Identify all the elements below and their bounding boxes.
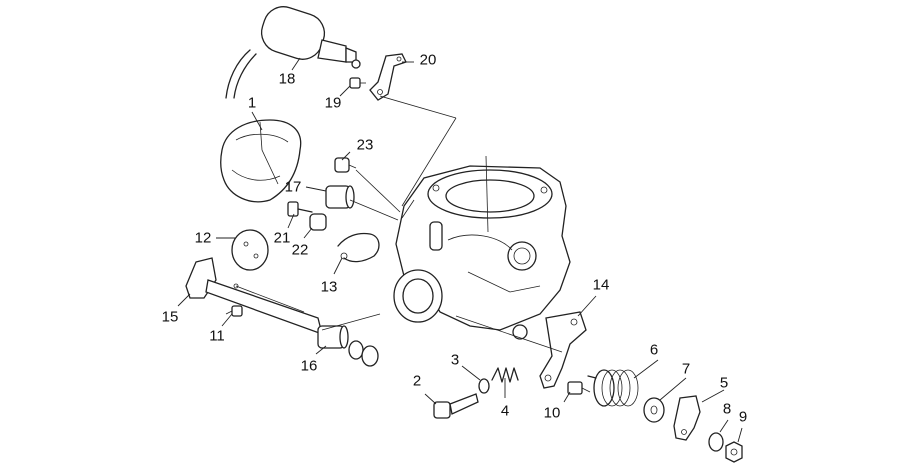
part-16-bushing (317, 325, 379, 367)
callout-20: 20 (420, 52, 437, 69)
part-20-bracket (369, 53, 407, 101)
callout-7: 7 (682, 361, 690, 378)
part-17-sleeve (325, 185, 355, 209)
part-4-spring (491, 367, 519, 383)
callout-2: 2 (413, 373, 421, 390)
part-8-washer (708, 432, 724, 452)
callout-21: 21 (274, 230, 291, 247)
part-18-solenoid (225, 6, 361, 99)
carburetor-body (393, 165, 571, 340)
callout-4: 4 (501, 403, 509, 420)
part-23-jet (334, 157, 357, 173)
part-12-disc (231, 229, 269, 271)
part-7-washer (643, 397, 665, 423)
callout-17: 17 (285, 179, 302, 196)
part-21-screw (287, 201, 313, 217)
callout-23: 23 (357, 137, 374, 154)
leader-lines (177, 57, 743, 443)
callout-9: 9 (739, 409, 747, 426)
part-10-screw (567, 381, 591, 395)
callout-18: 18 (279, 71, 296, 88)
callout-14: 14 (593, 277, 610, 294)
part-2-screw (433, 393, 479, 419)
assembly-lines (321, 95, 563, 353)
callout-1: 1 (248, 95, 256, 112)
callout-labels: 1 2 3 4 5 6 7 8 9 10 11 12 13 14 15 16 1… (162, 52, 748, 426)
callout-13: 13 (321, 279, 338, 296)
part-19-bolt (349, 77, 366, 89)
callout-19: 19 (325, 95, 342, 112)
callout-16: 16 (301, 358, 318, 375)
part-13-clip (337, 232, 380, 263)
callout-5: 5 (720, 375, 728, 392)
callout-12: 12 (195, 230, 212, 247)
callout-8: 8 (723, 401, 731, 418)
callout-6: 6 (650, 342, 658, 359)
callout-15: 15 (162, 309, 179, 326)
part-22-bushing (309, 213, 327, 231)
part-15-shaft (185, 257, 323, 336)
part-1-cover (220, 119, 302, 203)
callout-11: 11 (209, 328, 225, 345)
part-14-lever (539, 311, 587, 389)
callout-3: 3 (451, 352, 459, 369)
part-5-plate (673, 395, 701, 441)
callout-10: 10 (544, 405, 561, 422)
part-9-nut (725, 441, 743, 463)
part-6-spring (587, 369, 639, 407)
part-11-screw (225, 305, 243, 317)
callout-22: 22 (292, 242, 309, 259)
part-3-washer (478, 378, 490, 394)
